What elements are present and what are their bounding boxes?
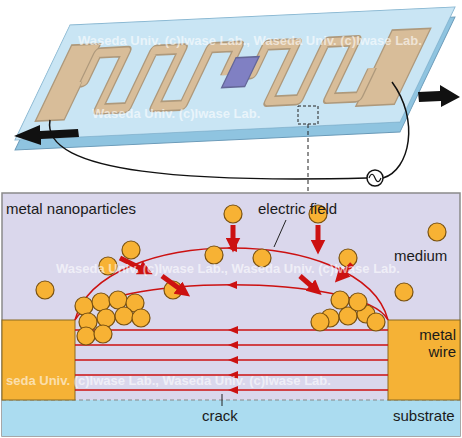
part-label: metal nanoparticles <box>6 200 136 217</box>
force-arrows <box>120 225 352 292</box>
medium-region <box>2 193 460 436</box>
metal-wire-right <box>388 320 460 400</box>
zoom-line <box>308 124 309 193</box>
region-label: medium <box>394 247 447 264</box>
watermark: Waseda Univ. (c)Iwase Lab., Waseda Univ.… <box>56 262 400 276</box>
leader-line <box>222 394 223 406</box>
ac-symbol <box>369 174 381 182</box>
watermark: seda Univ. (c)Iwase Lab., Waseda Univ. (… <box>6 374 331 388</box>
substrate-layer <box>2 400 460 436</box>
pull-arrow <box>418 85 460 107</box>
part-label: electric field <box>258 200 337 217</box>
region-label: substrate <box>393 407 455 424</box>
watermark: Waseda Univ. (c)Iwase Lab., Waseda Univ.… <box>78 34 422 48</box>
ac-source <box>367 170 383 186</box>
part-label: crack <box>202 407 238 424</box>
nanoparticles <box>36 205 446 345</box>
lead-wire <box>50 120 367 179</box>
part-label: metal wire <box>406 326 456 361</box>
lead-wire <box>383 82 409 178</box>
leader-line <box>274 220 286 247</box>
zoom-box <box>298 106 318 124</box>
flexible-sheet <box>15 7 455 140</box>
watermark: Waseda Univ. (c)Iwase Lab. <box>92 107 260 121</box>
pull-arrow <box>14 125 79 145</box>
